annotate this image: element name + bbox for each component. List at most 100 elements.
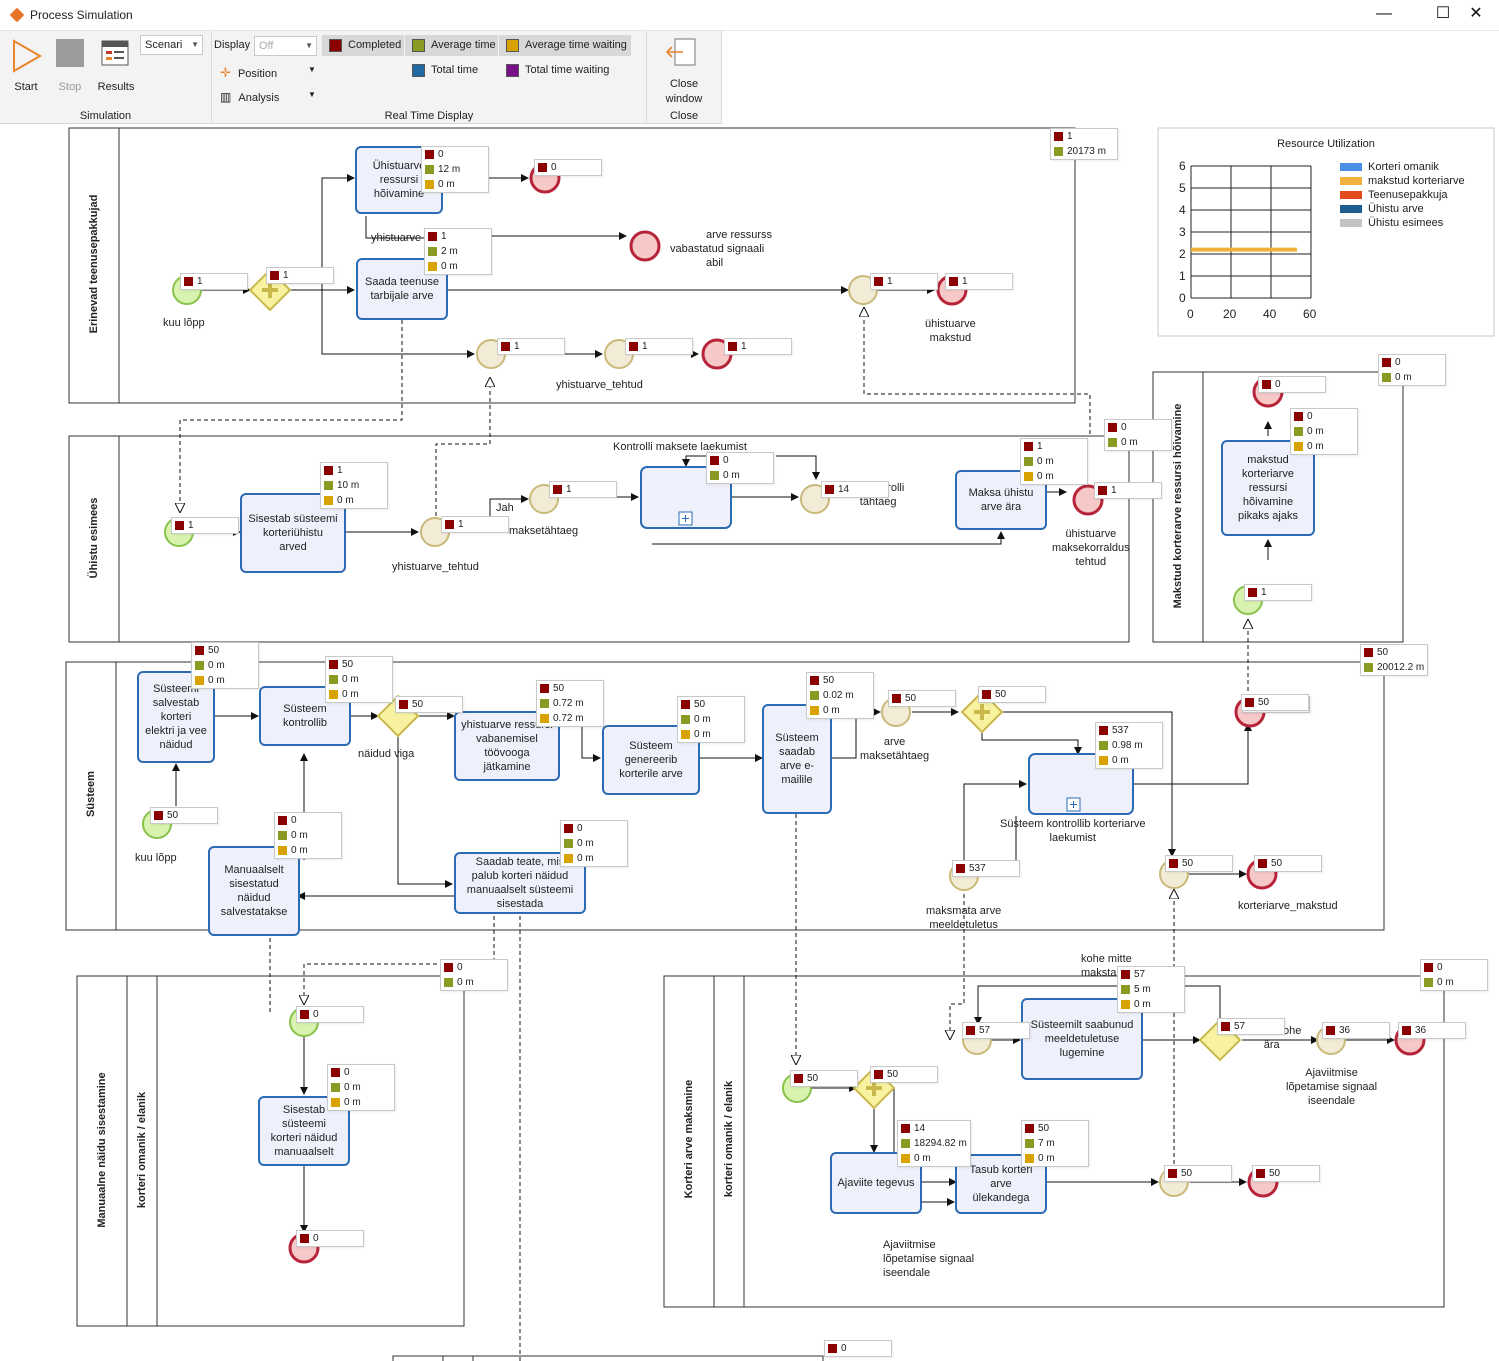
stat-swatch-icon [331, 1083, 340, 1092]
task-text-line: töövooga [484, 747, 530, 759]
position-button[interactable]: ✛ Position ▼ [220, 65, 320, 81]
real-time-display-group: Display Off ▼ ✛ Position ▼ ▥ Analysis ▼ … [212, 31, 647, 124]
display-combo[interactable]: Off ▼ [254, 36, 317, 56]
stat-value: 0 m [1024, 454, 1084, 469]
task-text-line: meeldetuletuse [1044, 1033, 1120, 1045]
stat-box: 1 [724, 338, 792, 355]
task-text-line: Ühistuarve [372, 160, 426, 172]
stat-swatch-icon [195, 676, 204, 685]
stat-value: 1 [629, 339, 689, 354]
stat-swatch-icon [1258, 859, 1267, 868]
legend-swatch-icon [1340, 205, 1362, 213]
stat-value: 50 [1245, 695, 1305, 710]
stat-swatch-icon [324, 466, 333, 475]
stat-value: 0 [1108, 420, 1168, 435]
task-text-line: Süsteem [775, 732, 819, 744]
lane-title-korteri-arve: Korteri arve maksmine [683, 1079, 695, 1199]
label-korteriarve-makstud: korteriarve_makstud [1238, 900, 1338, 912]
results-button[interactable]: Results [94, 37, 138, 97]
label-jah: Jah [496, 502, 514, 514]
average-time-toggle[interactable]: Average time [405, 35, 498, 56]
stop-button[interactable]: Stop [50, 37, 90, 97]
stat-swatch-icon [810, 676, 819, 685]
stat-swatch-icon [564, 839, 573, 848]
stat-swatch-icon [1248, 588, 1257, 597]
stat-swatch-icon [1098, 486, 1107, 495]
task-text-line: Sisestab süsteemi [248, 513, 338, 525]
task-text-line: süsteemi [281, 1118, 327, 1130]
stat-swatch-icon [1168, 1169, 1177, 1178]
minimize-button[interactable]: — [1376, 5, 1392, 22]
total-time-waiting-toggle[interactable]: Total time waiting [499, 60, 631, 81]
stat-swatch-icon [428, 262, 437, 271]
stat-value: 0.72 m [540, 696, 600, 711]
start-label: Start [14, 81, 38, 93]
stat-swatch-icon [1024, 472, 1033, 481]
task-text-line: Tasub korteri [969, 1164, 1033, 1176]
task-text-line: näidud [159, 739, 193, 751]
stat-value: 50 [329, 657, 389, 672]
analysis-button[interactable]: ▥ Analysis ▼ [220, 90, 320, 104]
start-button[interactable]: Start [6, 37, 46, 97]
completed-toggle[interactable]: Completed [322, 35, 404, 56]
stat-swatch-icon [428, 232, 437, 241]
average-time-waiting-toggle[interactable]: Average time waiting [499, 35, 631, 56]
chart-ytick-label: 5 [1179, 181, 1186, 195]
chart-ytick-label: 1 [1179, 269, 1186, 283]
ribbon: Start Stop Results Scenari ▼ Simulation … [0, 31, 722, 124]
display-label: Display [214, 39, 251, 51]
stat-value: 20173 m [1054, 144, 1114, 159]
scenario-combo[interactable]: Scenari ▼ [140, 35, 203, 55]
results-icon [101, 40, 129, 66]
stat-value: 0 [444, 960, 504, 975]
close-window-button[interactable]: Close window [659, 35, 709, 105]
task-text-line: pikaks ajaks [1238, 510, 1298, 522]
stat-box: 50 [888, 690, 956, 707]
stat-value: 1 [270, 268, 330, 283]
lane-title-manuaalne: Manuaalne näidu sisestamine [96, 1072, 108, 1228]
close-window-x-button[interactable]: ✕ [1469, 5, 1483, 22]
stat-swatch-icon [445, 520, 454, 529]
stat-swatch-icon [1121, 1000, 1130, 1009]
stat-swatch-icon [901, 1139, 910, 1148]
maximize-button[interactable]: ☐ [1435, 5, 1451, 22]
stat-box: 1 [441, 516, 509, 533]
stat-swatch-icon [564, 824, 573, 833]
label-arve-ressurss: arve ressurss [706, 229, 773, 241]
stat-box: 50 [1254, 855, 1322, 872]
legend-swatch-icon [1340, 219, 1362, 227]
chart-ytick-label: 6 [1179, 159, 1186, 173]
stat-swatch-icon [1326, 1026, 1335, 1035]
stat-swatch-icon [892, 694, 901, 703]
total-time-toggle[interactable]: Total time [405, 60, 498, 81]
stat-value: 5 m [1121, 982, 1181, 997]
stat-value: 0 m [810, 703, 870, 718]
average-time-label: Average time [431, 39, 496, 51]
lane-title-systeem: Süsteem [85, 771, 97, 817]
stat-swatch-icon [874, 1070, 883, 1079]
task-text-line: genereerib [624, 754, 678, 766]
label-kontrolli-maksete: Kontrolli maksete laekumist [613, 441, 747, 453]
stat-value: 14 [901, 1121, 967, 1136]
stat-value: 50 [1258, 856, 1318, 871]
chart-title: Resource Utilization [1277, 138, 1375, 150]
stat-box: 50 [150, 807, 218, 824]
stat-swatch-icon [1025, 1139, 1034, 1148]
bpmn-gateways [248, 268, 1242, 1110]
